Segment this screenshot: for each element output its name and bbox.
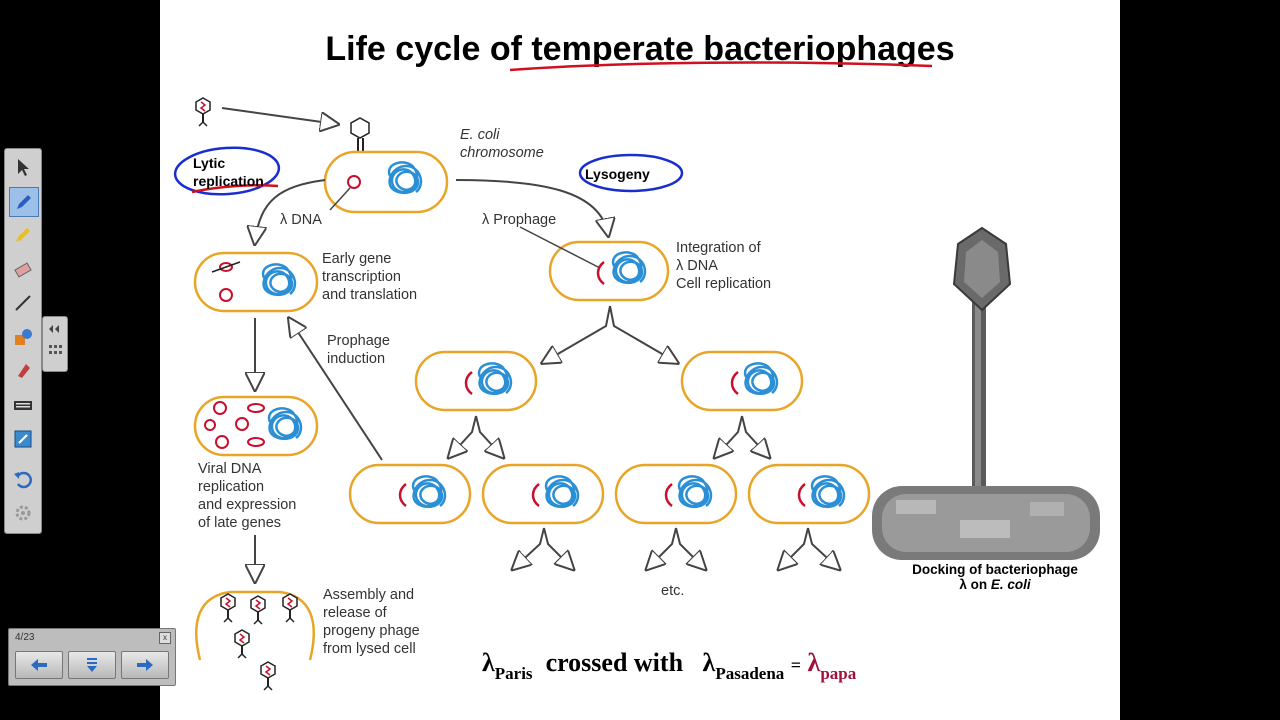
lytic-replication-label: Lytic replication [193,155,264,189]
highlighter-icon[interactable] [9,221,37,249]
page-counter: 4/23 [15,632,35,643]
close-icon[interactable]: x [159,632,171,644]
sub-papa: papa [820,664,857,683]
select-icon[interactable] [9,153,37,181]
line-icon[interactable] [9,289,37,317]
docking-caption-line2: λ on [959,577,991,592]
ecoli-cell-main [323,150,449,214]
sub-pasadena: Pasadena [715,664,785,683]
lambda-symbol: λ [807,648,821,677]
equals-sign: = [790,655,802,675]
sub-paris: Paris [494,664,533,683]
page-menu-button[interactable] [68,651,116,679]
shapes-icon[interactable] [9,323,37,351]
docking-caption-ecoli: E. coli [990,577,1031,592]
lysogeny-label: Lysogeny [585,166,650,182]
docking-caption-line1: Docking of bacteriophage [912,562,1078,577]
page-navigator: 4/23 x [8,628,176,686]
settings-icon[interactable] [9,499,37,527]
lambda-prophage-label: λ Prophage [482,212,557,228]
micrograph-image [872,226,1100,560]
next-page-button[interactable] [121,651,169,679]
viral-dna-label: Viral DNA replication and expression of … [198,461,297,531]
crossed-with-text: crossed with [545,648,684,677]
life-cycle-diagram [173,61,1100,691]
keyboard-icon[interactable] [9,391,37,419]
lambda-symbol: λ [482,648,495,677]
annotation-toolbar [4,148,42,534]
slide: Life cycle of temperate bacteriophages [160,0,1120,720]
ecoli-chromosome-label: E. coli chromosome [460,127,544,161]
fill-icon[interactable] [9,357,37,385]
integration-label: Integration of λ DNA Cell replication [676,240,772,292]
pen-icon[interactable] [9,187,39,217]
prophage-induction-label: Prophage induction [327,333,390,367]
menu-down-icon [87,658,97,672]
arrow-right-icon [137,659,153,671]
etc-label: etc. [661,583,685,599]
assembly-label: Assembly and release of progeny phage fr… [323,587,420,657]
undo-icon[interactable] [9,465,37,493]
arrow-left-icon [31,659,47,671]
lambda-cross-formula: λParis crossed with λPasadena = λpapa [482,648,856,684]
phage-icon [195,97,211,127]
lambda-dna-label: λ DNA [280,212,322,228]
collapse-arrows-icon [49,325,62,354]
lambda-symbol: λ [702,648,716,677]
slide-title: Life cycle of temperate bacteriophages [325,30,955,68]
toolbar-collapse-tab[interactable] [42,316,68,372]
early-gene-label: Early gene transcription and translation [322,251,418,303]
previous-page-button[interactable] [15,651,63,679]
screen-capture-icon[interactable] [9,425,37,453]
eraser-icon[interactable] [9,255,37,283]
